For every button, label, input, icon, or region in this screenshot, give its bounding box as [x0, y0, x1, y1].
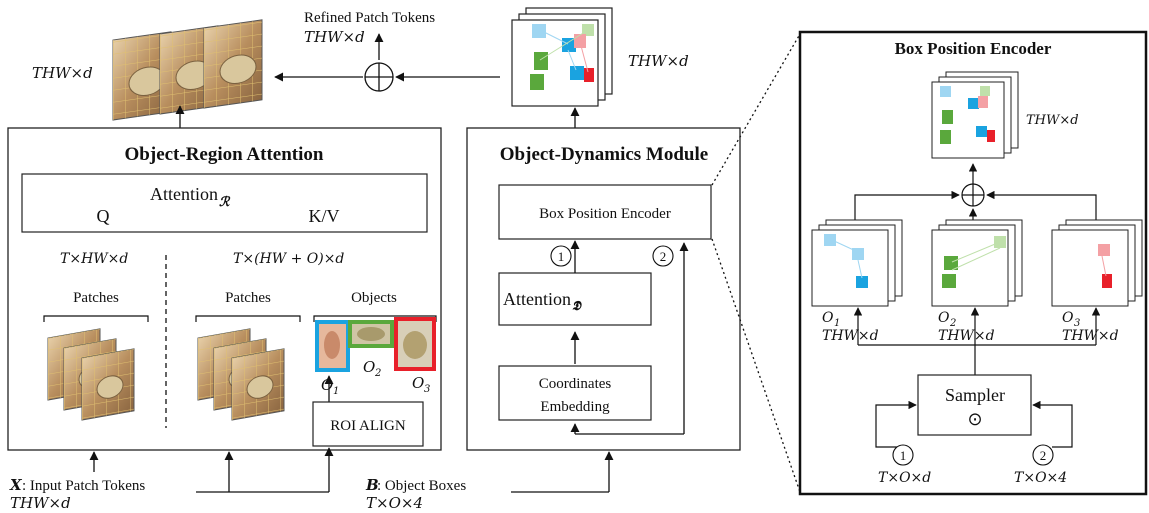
circle-1-badge: 1 [550, 245, 572, 267]
attention-r-label: Attention [150, 184, 218, 204]
o1-to-sum-arrow [854, 190, 960, 222]
coordinates-embedding-box [498, 365, 652, 421]
x-description: : Input Patch Tokens [22, 478, 145, 494]
bpe-object-cube-1 [811, 219, 903, 307]
refined-tokens-dim: THW×d [304, 28, 365, 46]
o3-to-sum-arrow [986, 190, 1097, 222]
bpe-output-dim: THW×d [1026, 113, 1079, 128]
circle-2-badge: 2 [652, 245, 674, 267]
bpe-dim1-label: THW×d [822, 328, 879, 344]
attention-d-subscript: 𝕯 [572, 299, 583, 314]
bpe-dim2-label: THW×d [938, 328, 995, 344]
bpe-circle-1-badge: 1 [892, 444, 914, 466]
bpe-o1-subscript: 1 [834, 318, 840, 329]
bpe-o1-label: O [822, 310, 834, 326]
object-crop-hand [315, 320, 350, 372]
attention-r-subscript: ℛ [219, 195, 231, 210]
svg-text:1: 1 [558, 249, 565, 264]
left-dim-label: THW×d [32, 64, 93, 82]
object-crop-cup [394, 317, 436, 371]
bpe-object-cube-2 [931, 219, 1023, 307]
coords-line1: Coordinates [539, 376, 612, 392]
bpe-o2-subscript: 2 [949, 318, 956, 329]
x-symbol: X [9, 476, 23, 494]
bpe-o3-subscript: 3 [1074, 318, 1080, 329]
b-symbol: B [365, 476, 379, 494]
sum-operator-icon [364, 62, 394, 92]
bpe-panel-title: Box Position Encoder [895, 39, 1052, 58]
query-label: Q [97, 206, 110, 226]
key-value-label: K/V [309, 206, 340, 226]
refined-tokens-label: Refined Patch Tokens [304, 10, 435, 26]
sampler-label: Sampler [945, 385, 1005, 405]
input2-to-sampler-arrow [1032, 400, 1073, 448]
bpe-o2-label: O [938, 310, 950, 326]
object-o1-label: O [321, 376, 333, 394]
svg-text:2: 2 [660, 249, 667, 264]
bpe-circle-2-badge: 2 [1032, 444, 1054, 466]
object-crop-bowl [348, 320, 394, 348]
dim-right-label: T×(HW + O)×d [233, 251, 344, 267]
objects-label: Objects [351, 290, 397, 306]
b-dim: T×O×4 [366, 494, 423, 512]
bpe-output-cube [931, 71, 1019, 159]
dim-left-label: T×HW×d [60, 251, 128, 267]
object-o3-subscript: 3 [424, 384, 430, 395]
zoom-line-top [711, 33, 801, 186]
patches-left-stack [47, 328, 135, 421]
x-dim: THW×d [10, 494, 71, 512]
attention-r-box [21, 173, 428, 233]
patches-right-stack [197, 328, 285, 421]
input1-to-sampler-arrow [875, 400, 917, 448]
svg-text:2: 2 [1040, 448, 1047, 463]
bpe-object-cube-3 [1051, 219, 1143, 307]
right-dim-label: THW×d [628, 52, 689, 70]
bpe-input2-dim: T×O×4 [1014, 470, 1067, 486]
patches-left-bracket [43, 315, 149, 322]
odm-output-cube [511, 7, 613, 107]
object-o2-subscript: 2 [374, 368, 381, 379]
box-position-encoder-box [498, 184, 712, 240]
attention-d-label: Attention [503, 289, 571, 309]
patches-right-label: Patches [225, 290, 271, 306]
ora-title: Object-Region Attention [125, 144, 324, 165]
bpe-o3-label: O [1062, 310, 1074, 326]
sampler-symbol: ⊙ [967, 409, 982, 429]
b-description: : Object Boxes [377, 478, 466, 494]
sampler-box [917, 374, 1032, 436]
output-frames-stack [112, 19, 263, 121]
odm-title: Object-Dynamics Module [500, 144, 708, 165]
bpe-dim3-label: THW×d [1062, 328, 1119, 344]
object-o1-subscript: 1 [333, 386, 339, 397]
bowl-icon [219, 54, 257, 84]
bpe-label: Box Position Encoder [539, 206, 671, 222]
svg-text:1: 1 [900, 448, 907, 463]
patches-right-bracket [195, 315, 301, 322]
roi-align-label: ROI ALIGN [330, 418, 406, 434]
object-o2-label: O [363, 358, 375, 376]
object-o3-label: O [412, 374, 424, 392]
bpe-sum-icon [961, 183, 985, 207]
roi-align-box [312, 401, 424, 447]
patches-left-label: Patches [73, 290, 119, 306]
bpe-input1-dim: T×O×d [878, 470, 931, 486]
coords-line2: Embedding [540, 399, 610, 415]
